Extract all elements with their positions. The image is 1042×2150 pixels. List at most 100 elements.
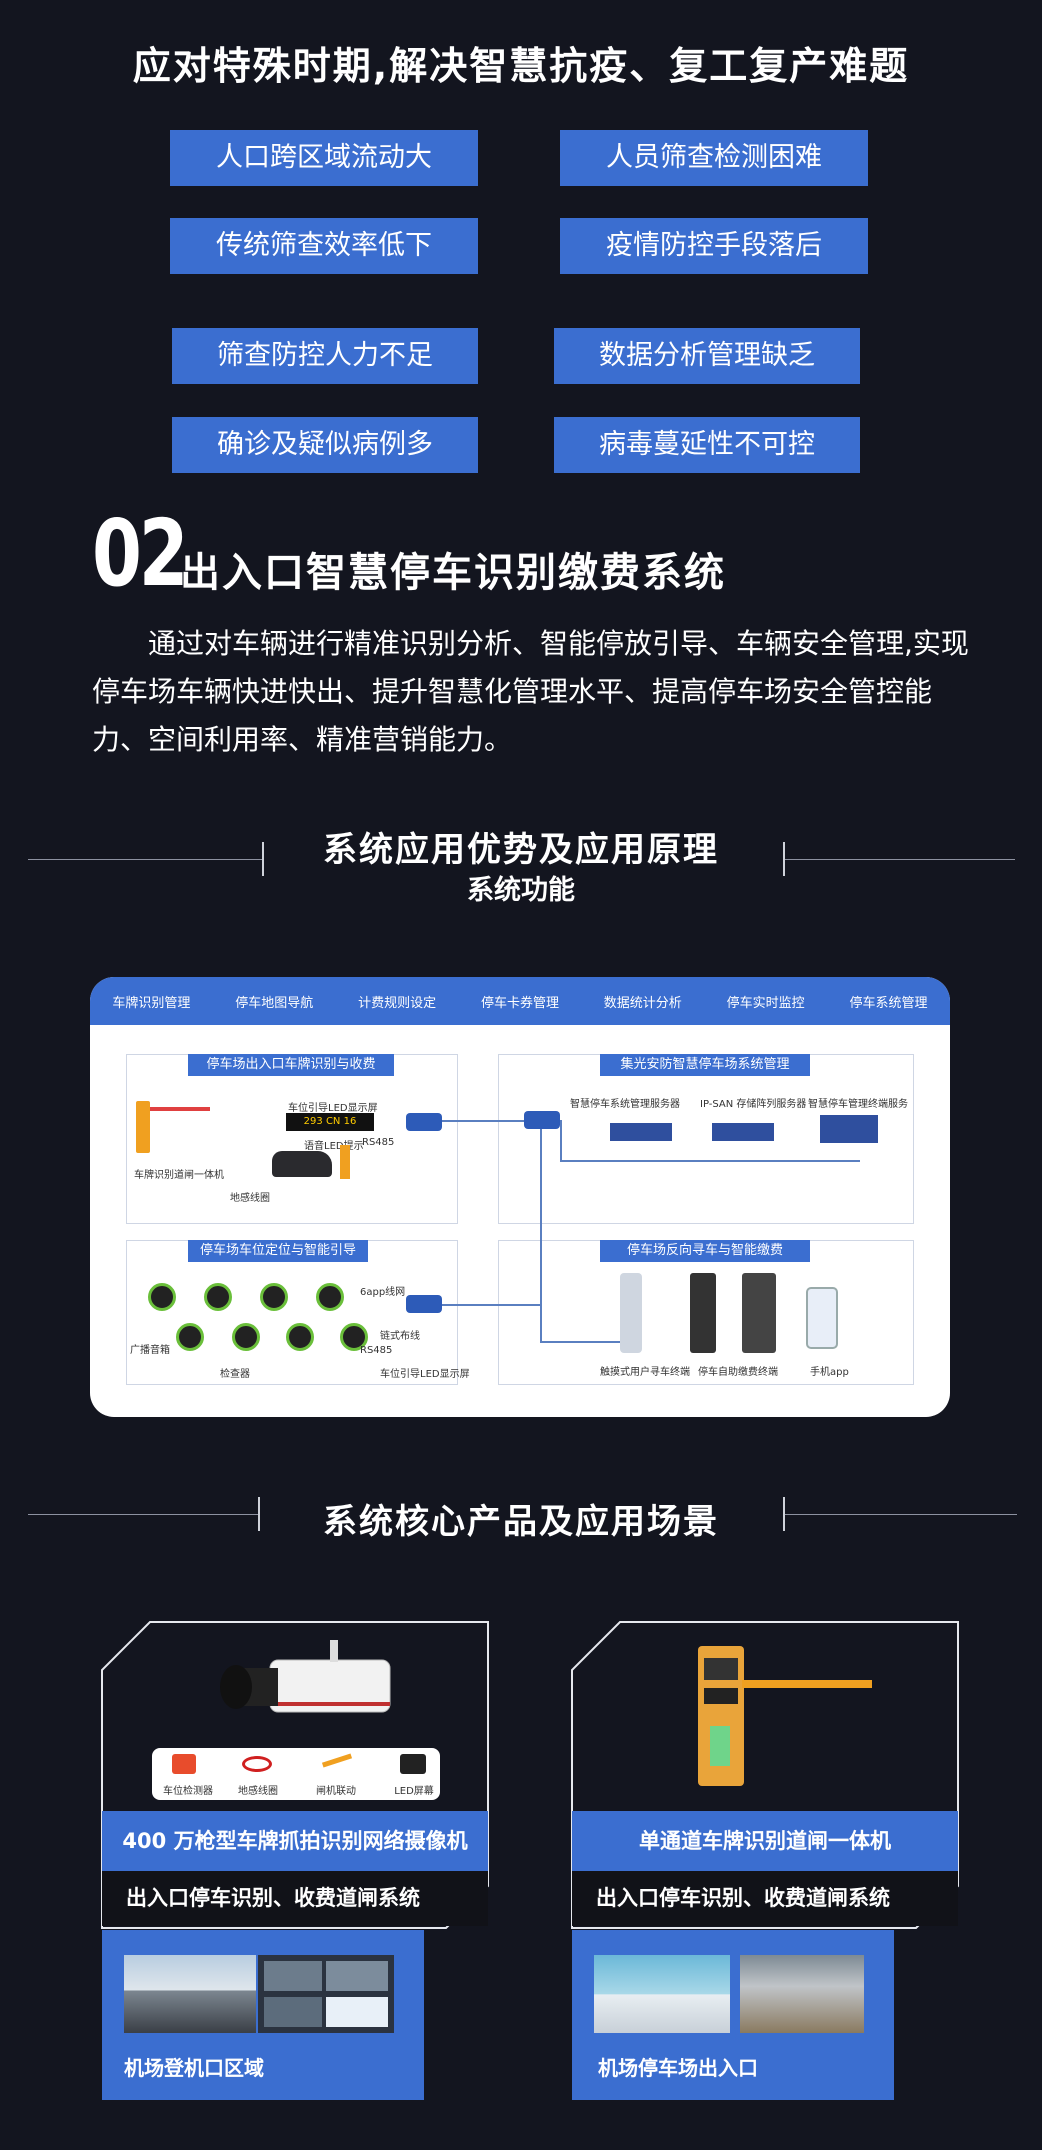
- card-outline: [571, 1621, 959, 1929]
- gate-post-icon: [340, 1145, 350, 1179]
- diagram-label: 链式布线: [380, 1331, 420, 1342]
- problem-tag: 病毒蔓延性不可控: [554, 417, 860, 473]
- guidance-box: [126, 1240, 458, 1385]
- divider-right: [785, 1514, 1017, 1515]
- led-screen-icon: [400, 1754, 426, 1774]
- accessory-label: LED屏幕: [394, 1786, 434, 1797]
- problem-tag: 确诊及疑似病例多: [172, 417, 478, 473]
- divider-left: [28, 1514, 260, 1515]
- advantages-heading: 系统应用优势及应用原理: [323, 830, 719, 870]
- diagram-label: 语音LED提示: [304, 1141, 364, 1152]
- diagram-label: 广播音箱: [130, 1345, 170, 1356]
- loop-coil-icon: [242, 1756, 272, 1772]
- scene-photo: [740, 1955, 864, 2033]
- divider-tick: [783, 842, 785, 876]
- section-title: 出入口智慧停车识别缴费系统: [180, 550, 726, 596]
- system-diagram: 车牌识别管理 停车地图导航 计费规则设定 停车卡券管理 数据统计分析 停车实时监…: [90, 977, 950, 1417]
- divider-right: [785, 859, 1015, 860]
- diagram-label: 车位引导LED显示屏: [380, 1369, 470, 1380]
- advantages-subheading: 系统功能: [467, 875, 575, 906]
- accessory-label: 地感线圈: [238, 1786, 278, 1797]
- function-tab: 数据统计分析: [603, 995, 682, 1011]
- connector-line: [442, 1120, 524, 1122]
- diagram-label: 地感线圈: [230, 1193, 270, 1204]
- scene-name: 机场停车场出入口: [598, 2056, 758, 2080]
- network-switch-icon: [524, 1111, 560, 1129]
- divider-tick: [783, 1497, 785, 1531]
- connector-line: [540, 1341, 620, 1343]
- network-switch-icon: [406, 1113, 442, 1131]
- function-tab: 车牌识别管理: [112, 995, 191, 1011]
- divider-tick: [258, 1497, 260, 1531]
- storage-server-icon: [712, 1123, 774, 1141]
- led-display: 293 CN 16: [286, 1113, 374, 1131]
- diagram-label: 智慧停车系统管理服务器: [570, 1099, 680, 1110]
- diagram-label: RS485: [362, 1137, 395, 1148]
- connector-line: [540, 1129, 542, 1343]
- server-icon: [610, 1123, 672, 1141]
- problem-tag: 数据分析管理缺乏: [554, 328, 860, 384]
- product-card-frame: [571, 1621, 959, 1929]
- problem-tag: 传统筛查效率低下: [170, 218, 478, 274]
- product-name: 400 万枪型车牌抓拍识别网络摄像机: [102, 1811, 488, 1871]
- detector-icon: [172, 1754, 196, 1774]
- diagram-label: 车牌识别道闸一体机: [134, 1170, 224, 1181]
- car-icon: [272, 1151, 332, 1177]
- barrier-arm-icon: [150, 1107, 210, 1111]
- diagram-label: 手机app: [810, 1367, 849, 1378]
- function-tab: 停车实时监控: [726, 995, 805, 1011]
- page-title: 应对特殊时期,解决智慧抗疫、复工复产难题: [132, 44, 910, 88]
- entrance-recognition-title: 停车场出入口车牌识别与收费: [188, 1054, 394, 1076]
- section-description-text: 通过对车辆进行精准识别分析、智能停放引导、车辆安全管理,实现停车场车辆快进快出、…: [92, 627, 969, 756]
- product-system: 出入口停车识别、收费道闸系统: [572, 1871, 958, 1926]
- scene-photo: [594, 1955, 730, 2033]
- kiosk-icon: [620, 1273, 642, 1353]
- function-tab-bar: 车牌识别管理 停车地图导航 计费规则设定 停车卡券管理 数据统计分析 停车实时监…: [90, 977, 950, 1025]
- parking-sensor-icon: [286, 1323, 314, 1351]
- divider-tick: [262, 842, 264, 876]
- product-card-frame: [101, 1621, 489, 1929]
- diagram-label: 车位引导LED显示屏: [288, 1103, 378, 1114]
- function-tab: 停车系统管理: [849, 995, 928, 1011]
- diagram-label: 6app线网: [360, 1287, 406, 1298]
- parking-sensor-icon: [340, 1323, 368, 1351]
- card-outline: [101, 1621, 489, 1929]
- diagram-label: 停车自助缴费终端: [698, 1367, 778, 1378]
- core-heading: 系统核心产品及应用场景: [323, 1502, 719, 1542]
- product-name: 单通道车牌识别道闸一体机: [572, 1811, 958, 1871]
- parking-sensor-icon: [232, 1323, 260, 1351]
- problem-tag: 筛查防控人力不足: [172, 328, 478, 384]
- management-title: 集光安防智慧停车场系统管理: [600, 1054, 810, 1076]
- payment-terminal-icon: [690, 1273, 716, 1353]
- diagram-label: RS485: [360, 1345, 393, 1356]
- accessory-strip: [152, 1748, 440, 1800]
- parking-sensor-icon: [176, 1323, 204, 1351]
- diagram-label: IP-SAN 存储阵列服务器: [700, 1099, 807, 1110]
- scene-photo: [258, 1955, 394, 2033]
- connector-line: [442, 1304, 540, 1306]
- section-number: 02: [92, 500, 189, 607]
- parking-sensor-icon: [148, 1283, 176, 1311]
- diagram-label: 检查器: [220, 1369, 250, 1380]
- barrier-gate-icon: [136, 1101, 150, 1153]
- payment-terminal-icon: [742, 1273, 776, 1353]
- scene-photo: [124, 1955, 256, 2033]
- product-system: 出入口停车识别、收费道闸系统: [102, 1871, 488, 1926]
- connector-line: [560, 1120, 562, 1162]
- terminal-server-icon: [820, 1115, 878, 1143]
- problem-tag: 人员筛查检测困难: [560, 130, 868, 186]
- diagram-label: 智慧停车管理终端服务: [808, 1099, 908, 1110]
- problem-tag: 疫情防控手段落后: [560, 218, 868, 274]
- function-tab: 计费规则设定: [358, 995, 437, 1011]
- scene-name: 机场登机口区域: [124, 2056, 264, 2080]
- phone-icon: [806, 1287, 838, 1349]
- accessory-label: 闸机联动: [316, 1786, 356, 1797]
- connector-line: [560, 1160, 860, 1162]
- barrier-gate-machine-icon: [698, 1646, 872, 1786]
- divider-left: [28, 859, 263, 860]
- parking-sensor-icon: [204, 1283, 232, 1311]
- camera-icon: [220, 1640, 391, 1713]
- payment-title: 停车场反向寻车与智能缴费: [600, 1240, 810, 1262]
- network-switch-icon: [406, 1295, 442, 1313]
- problem-tag: 人口跨区域流动大: [170, 130, 478, 186]
